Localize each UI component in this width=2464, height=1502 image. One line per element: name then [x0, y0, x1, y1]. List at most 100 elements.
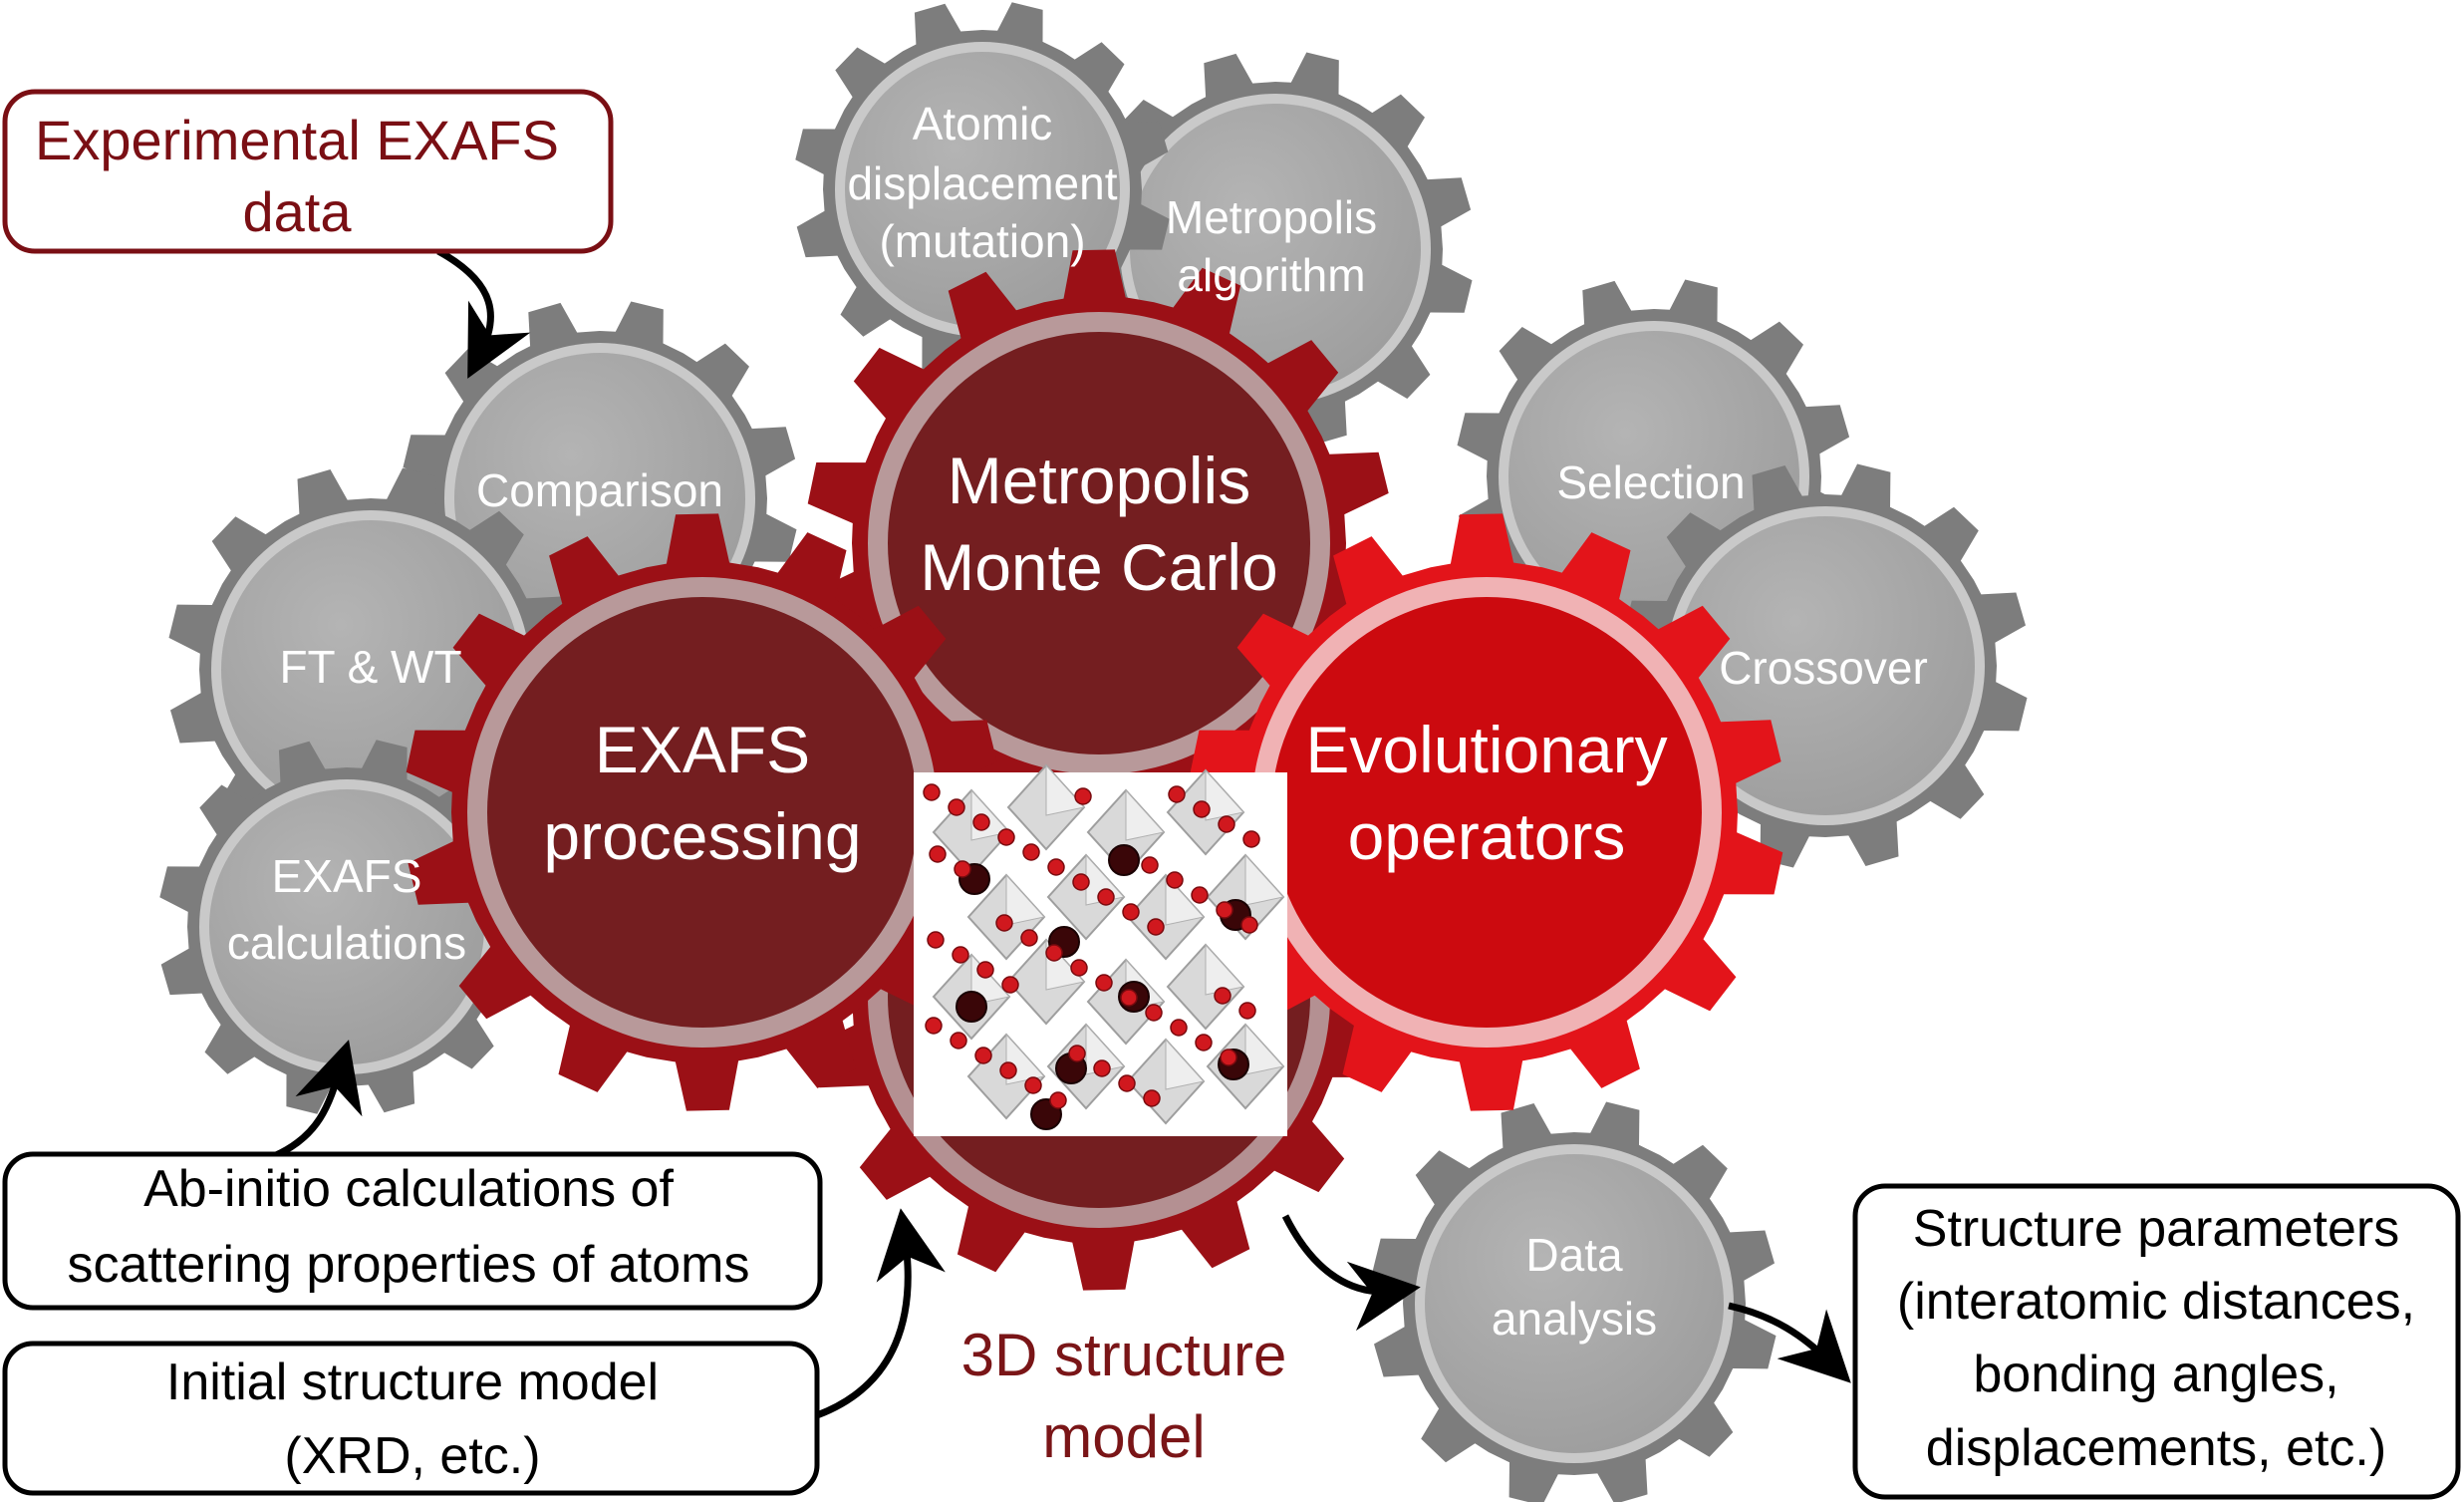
label-line: Crossover: [1719, 642, 1928, 694]
oxygen-atom: [1020, 929, 1038, 947]
box-line: bonding angles,: [1973, 1346, 2338, 1403]
gear-data-analysis-label: Data analysis: [1492, 1229, 1657, 1345]
oxygen-atom: [974, 1047, 992, 1064]
oxygen-atom: [1049, 1091, 1067, 1109]
gear-evolutionary-operators: [1190, 513, 1783, 1111]
oxygen-atom: [1120, 989, 1138, 1007]
box-ab-initio-calculations: Ab-initio calculations of scattering pro…: [2, 1151, 823, 1311]
oxygen-atom: [1093, 1059, 1111, 1077]
arrow-3d-model-to-data-analysis: [1281, 1214, 1421, 1332]
oxygen-atom: [923, 783, 941, 801]
gear-selection-label: Selection: [1556, 456, 1745, 508]
gear-crossover-label: Crossover: [1719, 642, 1928, 694]
gear-exafs-processing: [406, 513, 999, 1111]
box-line: (XRD, etc.): [284, 1427, 540, 1485]
oxygen-atom: [1242, 830, 1260, 848]
oxygen-atom: [1240, 916, 1258, 934]
oxygen-atom: [1024, 1076, 1042, 1094]
gear-metropolis-algorithm-label: Metropolis algorithm: [1166, 191, 1377, 301]
gear-ft-wt-label: FT & WT: [279, 641, 461, 693]
oxygen-atom: [1072, 873, 1090, 891]
oxygen-atom: [997, 828, 1015, 846]
octahedron-face: [1045, 763, 1085, 816]
label-line: FT & WT: [279, 641, 461, 693]
oxygen-atom: [929, 845, 947, 863]
label-line: Atomic: [913, 98, 1053, 150]
label-line: operators: [1348, 799, 1626, 873]
oxygen-atom: [1047, 858, 1065, 876]
box-line: scattering properties of atoms: [68, 1236, 750, 1294]
oxygen-atom: [1147, 918, 1165, 936]
gear-exafs-calculations: [159, 740, 534, 1114]
label-line: Comparison: [476, 464, 723, 516]
oxygen-atom: [1191, 886, 1209, 904]
arrow-initial-to-3d-model: [815, 1208, 946, 1419]
oxygen-atom: [972, 813, 990, 831]
octahedron-face: [1244, 1023, 1284, 1075]
gear-face: [209, 789, 484, 1064]
gear-comparison-label: Comparison: [476, 464, 723, 516]
label-line: displacement: [847, 157, 1117, 209]
box-line: displacements, etc.): [1926, 1419, 2386, 1477]
label-line: processing: [543, 799, 861, 873]
oxygen-atom: [950, 1032, 967, 1050]
oxygen-atom: [1218, 815, 1235, 833]
crystal-structure-image: [914, 763, 1287, 1136]
gear-exafs-processing-label: EXAFS processing: [543, 713, 861, 873]
caption-line: model: [1042, 1403, 1205, 1470]
oxygen-atom: [1045, 944, 1063, 962]
oxygen-atom: [1143, 1089, 1161, 1107]
oxygen-atom: [1141, 856, 1159, 874]
caption-3d-structure-model: 3D structure model: [961, 1322, 1287, 1470]
gear-face: [1271, 597, 1702, 1028]
oxygen-atom: [1095, 974, 1113, 992]
oxygen-atom: [999, 1061, 1017, 1079]
gear-face: [487, 597, 918, 1028]
oxygen-atom: [927, 931, 945, 949]
oxygen-atom: [1238, 1002, 1256, 1020]
label-line: Selection: [1556, 456, 1745, 508]
oxygen-atom: [954, 860, 971, 878]
oxygen-atom: [1022, 843, 1040, 861]
oxygen-atom: [952, 946, 969, 964]
arrow-data-analysis-to-parameters: [1728, 1302, 1851, 1383]
oxygen-atom: [925, 1017, 943, 1035]
oxygen-atom: [1074, 787, 1092, 805]
gear-metropolis-monte-carlo: [807, 249, 1391, 837]
gear-atomic-displacement-label: Atomic displacement (mutation): [847, 98, 1117, 267]
oxygen-atom: [1070, 959, 1088, 977]
oxygen-atom: [1214, 987, 1232, 1005]
oxygen-atom: [1166, 871, 1184, 889]
metal-atom: [956, 991, 987, 1023]
label-line: Monte Carlo: [920, 530, 1278, 604]
octahedron-face: [1125, 788, 1165, 841]
oxygen-atom: [1168, 785, 1186, 803]
box-structure-parameters: Structure parameters (interatomic distan…: [1852, 1183, 2461, 1500]
gear-face: [1425, 1154, 1724, 1453]
gear-face: [888, 332, 1310, 754]
oxygen-atom: [1195, 1034, 1213, 1051]
box-line: Initial structure model: [166, 1353, 659, 1411]
arrow-abinitio-to-exafs-calculations: [272, 1040, 363, 1160]
arrow-experimental-to-comparison: [436, 247, 531, 379]
octahedron-face: [1244, 853, 1284, 906]
label-line: analysis: [1492, 1293, 1657, 1345]
oxygen-atom: [1193, 800, 1211, 818]
oxygen-atom: [1216, 901, 1233, 919]
box-line: (interatomic distances,: [1897, 1273, 2415, 1331]
label-line: Data: [1525, 1229, 1623, 1281]
label-line: EXAFS: [272, 850, 422, 902]
arrows: [272, 247, 1851, 1419]
octahedron-face: [1165, 1038, 1205, 1090]
metal-atom: [1108, 844, 1140, 876]
oxygen-atom: [948, 798, 965, 816]
box-initial-structure-model: Initial structure model (XRD, etc.): [2, 1341, 820, 1496]
oxygen-atom: [1001, 976, 1019, 994]
gear-face: [845, 52, 1120, 327]
label-line: Metropolis: [1166, 191, 1377, 243]
oxygen-atom: [995, 914, 1013, 932]
box-line: data: [243, 180, 353, 243]
label-line: algorithm: [1177, 249, 1365, 301]
oxygen-atom: [976, 961, 994, 979]
